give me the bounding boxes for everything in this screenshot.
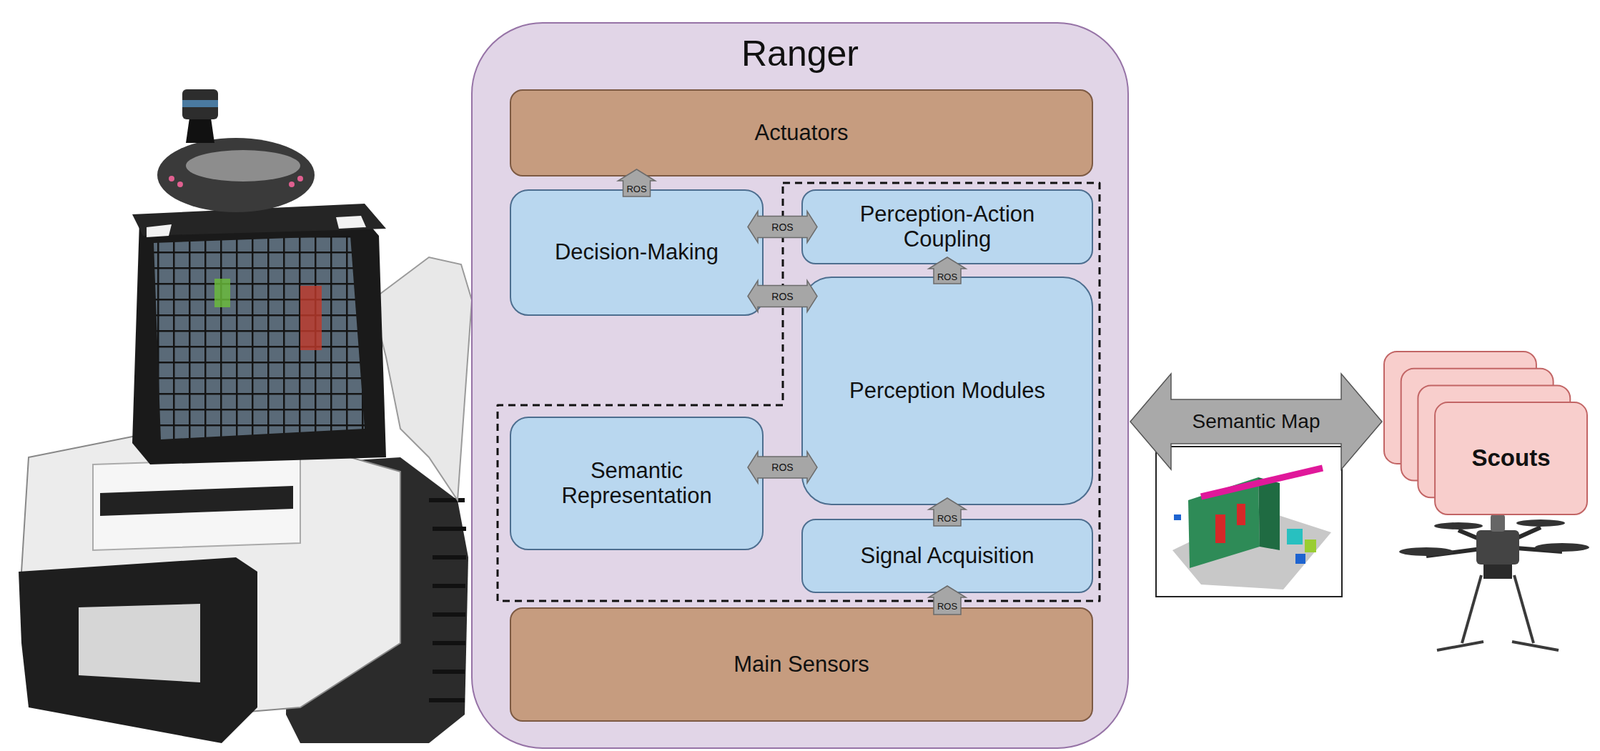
lidar xyxy=(182,89,219,120)
drone-battery xyxy=(1483,564,1513,580)
map-object xyxy=(1286,529,1303,545)
scout-stack: Scouts xyxy=(1383,351,1588,516)
module-box: Semantic Representation xyxy=(509,416,764,551)
hardware-box: Actuators xyxy=(509,89,1094,177)
map-pipe xyxy=(1201,468,1323,497)
map-object xyxy=(1236,504,1246,526)
propeller xyxy=(1516,519,1565,527)
module-box: Signal Acquisition xyxy=(801,519,1094,594)
front-stripe xyxy=(100,486,294,517)
ros-label: ROS xyxy=(771,291,793,302)
map-exchange-arrow xyxy=(1130,373,1382,470)
box-label: Main Sensors xyxy=(733,652,870,678)
ros-label: ROS xyxy=(626,184,647,194)
ros-label: ROS xyxy=(771,462,793,473)
cab-display xyxy=(214,278,231,308)
drone-legs xyxy=(1436,575,1559,651)
loader-arm xyxy=(371,257,472,501)
map-object xyxy=(1173,514,1182,521)
box-label: Decision-Making xyxy=(554,240,719,266)
ros-arrow xyxy=(747,280,818,313)
system-container: ActuatorsDecision-Making Perception-Actio… xyxy=(471,22,1129,750)
scout-card xyxy=(1434,402,1588,515)
stack-cards xyxy=(1383,351,1588,516)
sensor-case-highlight xyxy=(185,150,301,182)
lidar-band xyxy=(182,100,219,108)
propeller xyxy=(1399,547,1454,557)
ros-label: ROS xyxy=(771,222,793,233)
semantic-map-picture xyxy=(1156,446,1342,597)
box-label: Semantic Representation xyxy=(525,458,748,509)
front-panel xyxy=(92,457,301,551)
attachment-opening xyxy=(78,604,201,683)
box-label: Perception Modules xyxy=(849,378,1046,404)
ros-arrow xyxy=(747,211,818,244)
cab-seat xyxy=(300,285,322,351)
track-treads xyxy=(428,500,467,701)
led xyxy=(288,181,295,188)
map-object xyxy=(1304,539,1317,553)
ros-label: ROS xyxy=(937,513,958,523)
propeller xyxy=(1534,543,1590,552)
ros-label: ROS xyxy=(937,271,958,281)
led xyxy=(177,181,184,188)
sensor-case xyxy=(157,137,315,213)
drone-sensor xyxy=(1490,514,1505,532)
module-box: Decision-Making xyxy=(509,189,764,316)
box-label: Perception-Action Coupling xyxy=(817,202,1078,252)
arrow-label: Semantic Map xyxy=(1192,411,1321,432)
box-label: Actuators xyxy=(754,120,849,146)
lidar-mount xyxy=(185,117,215,143)
box-label: Scouts xyxy=(1471,445,1550,472)
map-object xyxy=(1295,554,1306,565)
front-attachment xyxy=(18,557,258,744)
picture-frame xyxy=(1156,446,1342,597)
module-box: Perception Modules xyxy=(801,276,1094,506)
container-title: Ranger xyxy=(741,33,859,74)
led xyxy=(297,175,304,182)
ranger-robot xyxy=(18,89,472,744)
led xyxy=(168,175,175,182)
module-box: Perception-Action Coupling xyxy=(801,189,1094,265)
propeller xyxy=(1434,522,1483,530)
scout-drone xyxy=(1399,514,1590,651)
robot-cab xyxy=(132,210,387,465)
ros-arrow xyxy=(747,451,818,484)
cab-light xyxy=(146,224,172,238)
map-object xyxy=(1215,514,1226,544)
dashed-group-outline xyxy=(497,183,1100,602)
map-wall-side xyxy=(1258,477,1280,551)
cab-cage xyxy=(153,235,365,440)
hardware-box: Main Sensors xyxy=(509,607,1094,723)
ros-label: ROS xyxy=(937,601,958,612)
box-label: Signal Acquisition xyxy=(860,544,1035,570)
drone-body xyxy=(1476,530,1520,565)
cab-light xyxy=(336,215,367,229)
